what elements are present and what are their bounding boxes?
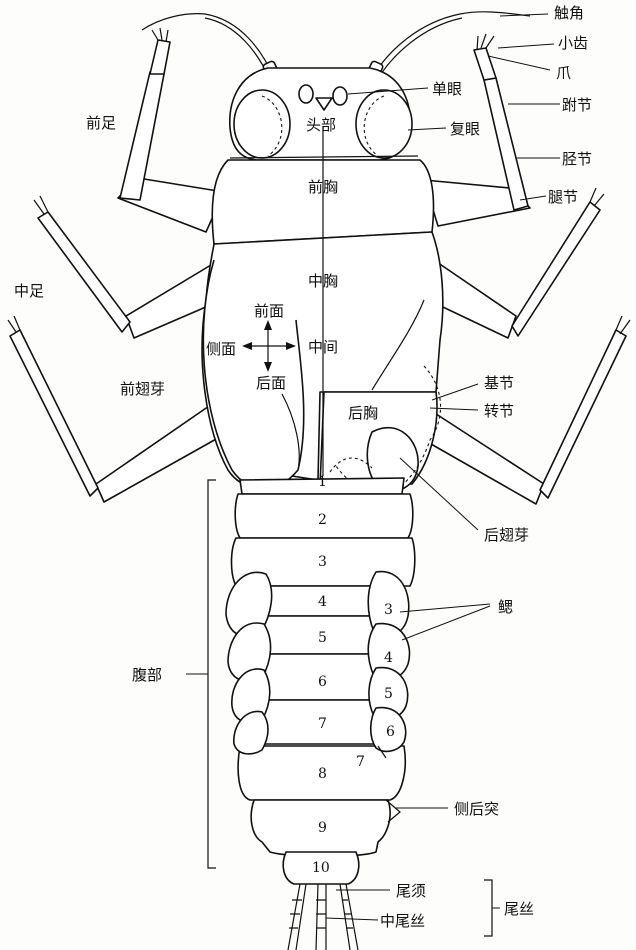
segment-number-5: 5 [318,630,327,646]
left-ocellus [299,85,313,103]
right-antenna-inner [376,18,462,82]
label-posterolateral-spine: 侧后突 [454,800,499,818]
caudal-bracket [484,880,492,936]
left-hindleg [8,316,218,502]
label-cerci: 尾须 [396,882,426,900]
right-compound-eye [356,90,412,158]
gill-number-7: 7 [356,754,365,770]
label-femur: 腿节 [548,188,578,206]
segment-number-6: 6 [318,674,327,690]
label-claw: 爪 [556,64,571,82]
label-denticles: 小齿 [558,34,588,52]
segment-number-4: 4 [318,594,327,610]
label-antenna: 触角 [554,4,584,22]
label-lateral: 侧面 [206,340,236,358]
segment-number-8: 8 [318,766,327,782]
label-anterior: 前面 [254,302,284,320]
label-ocellus: 单眼 [432,80,462,98]
label-caudal-filaments: 尾丝 [504,900,534,918]
segment-number-10: 10 [312,860,330,876]
abdomen-bracket [208,480,216,868]
label-median-filament: 中尾丝 [380,912,425,930]
label-abdomen: 腹部 [132,666,162,684]
label-tibia: 胫节 [562,150,592,168]
label-foreleg: 前足 [86,114,116,132]
label-median: 中间 [308,338,338,356]
label-trochanter: 转节 [484,402,514,420]
caudal-filaments [288,884,358,950]
label-compound-eye: 复眼 [450,120,480,138]
right-antenna [372,12,530,78]
segment-number-3: 3 [318,554,327,570]
label-midleg: 中足 [14,282,44,300]
left-foreleg [118,28,224,232]
label-head: 头部 [306,116,336,134]
label-tarsus: 跗节 [562,96,592,114]
gill-number-6: 6 [386,724,395,740]
segment-number-1: 1 [318,474,327,490]
label-gills: 鳃 [498,598,513,616]
segment-number-9: 9 [318,820,327,836]
gills-left [226,572,272,754]
gill-number-5: 5 [384,686,393,702]
label-mesothorax: 中胸 [308,272,338,290]
right-ocellus [333,87,347,105]
segment-number-7: 7 [318,716,327,732]
right-hindleg [424,316,630,504]
gill-number-4: 4 [384,650,393,666]
label-hindwing-pad: 后翅芽 [484,526,529,544]
gill-number-3: 3 [384,602,393,618]
label-posterior: 后面 [256,374,286,392]
segment-number-2: 2 [318,512,327,528]
label-coxa: 基节 [484,374,514,392]
label-metathorax: 后胸 [348,404,378,422]
label-prothorax: 前胸 [308,178,338,196]
left-compound-eye [234,90,290,158]
label-forewing-pad: 前翅芽 [120,380,165,398]
